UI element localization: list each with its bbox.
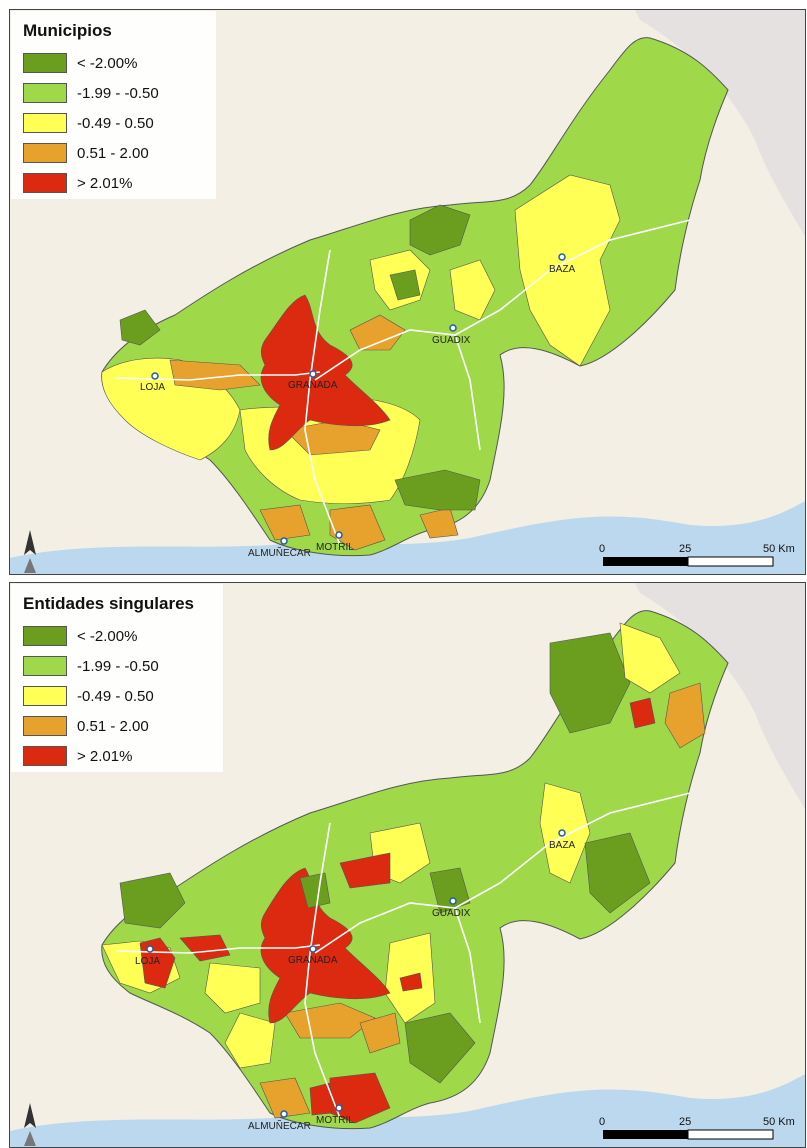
legend-swatch bbox=[23, 746, 67, 766]
city-label-loja: LOJA bbox=[140, 382, 165, 393]
scale-bar: 0 25 50 Km bbox=[599, 1116, 795, 1140]
legend-label: -1.99 - -0.50 bbox=[77, 84, 159, 102]
city-label-guadix: GUADIX bbox=[432, 908, 471, 919]
legend-swatch bbox=[23, 173, 67, 193]
city-label-motril: MOTRIL bbox=[316, 1115, 354, 1126]
city-label-almunecar: ALMUÑECAR bbox=[248, 1119, 311, 1132]
legend-row: 0.51 - 2.00 bbox=[23, 711, 223, 741]
legend-label: -1.99 - -0.50 bbox=[77, 657, 159, 675]
legend-row: < -2.00% bbox=[23, 48, 216, 78]
entidad-patches bbox=[101, 622, 706, 1124]
sea bbox=[10, 501, 805, 574]
city-label-motril: MOTRIL bbox=[316, 542, 354, 553]
city-label-guadix: GUADIX bbox=[432, 335, 471, 346]
legend-row: -1.99 - -0.50 bbox=[23, 78, 216, 108]
legend-swatch bbox=[23, 143, 67, 163]
legend-label: 0.51 - 2.00 bbox=[77, 717, 149, 735]
legend-municipios: Municipios < -2.00% -1.99 - -0.50 -0.49 … bbox=[11, 11, 216, 199]
legend-row: 0.51 - 2.00 bbox=[23, 138, 216, 168]
north-arrow-icon bbox=[24, 530, 36, 573]
neighbor-region bbox=[635, 583, 805, 810]
municipio-patches bbox=[101, 174, 621, 551]
legend-row: < -2.00% bbox=[23, 621, 223, 651]
legend-row: -1.99 - -0.50 bbox=[23, 651, 223, 681]
scale-label-max: 50 Km bbox=[763, 1116, 795, 1128]
legend-swatch bbox=[23, 716, 67, 736]
city-label-granada: GRANADA bbox=[288, 380, 338, 391]
legend-swatch bbox=[23, 113, 67, 133]
city-markers: LOJA GRANADA GUADIX BAZA ALMUÑECAR MOTRI… bbox=[135, 829, 575, 1132]
legend-swatch bbox=[23, 656, 67, 676]
legend-label: -0.49 - 0.50 bbox=[77, 687, 154, 705]
legend-row: -0.49 - 0.50 bbox=[23, 681, 223, 711]
scale-label-zero: 0 bbox=[599, 543, 605, 555]
legend-label: > 2.01% bbox=[77, 747, 133, 765]
legend-entidades-singulares: Entidades singulares < -2.00% -1.99 - -0… bbox=[11, 584, 223, 772]
north-arrow-icon bbox=[24, 1103, 36, 1146]
city-markers: LOJA GRANADA GUADIX BAZA ALMUÑECAR MOTRI… bbox=[140, 253, 575, 559]
scale-label-max: 50 Km bbox=[763, 543, 795, 555]
city-label-baza: BAZA bbox=[549, 264, 575, 275]
legend-swatch bbox=[23, 626, 67, 646]
road-network bbox=[114, 792, 691, 1119]
city-label-granada: GRANADA bbox=[288, 955, 338, 966]
legend-title: Entidades singulares bbox=[23, 594, 194, 613]
legend-title: Municipios bbox=[23, 21, 112, 40]
city-label-almunecar: ALMUÑECAR bbox=[248, 546, 311, 559]
sea bbox=[10, 1074, 805, 1147]
scale-label-zero: 0 bbox=[599, 1116, 605, 1128]
legend-row: > 2.01% bbox=[23, 168, 216, 198]
scale-label-mid: 25 bbox=[679, 543, 691, 555]
city-label-loja: LOJA bbox=[135, 956, 160, 967]
legend-label: < -2.00% bbox=[77, 627, 138, 645]
legend-label: > 2.01% bbox=[77, 174, 133, 192]
legend-label: < -2.00% bbox=[77, 54, 138, 72]
scale-bar: 0 25 50 Km bbox=[599, 543, 795, 567]
legend-row: > 2.01% bbox=[23, 741, 223, 771]
legend-swatch bbox=[23, 83, 67, 103]
map-panel-entidades-singulares: LOJA GRANADA GUADIX BAZA ALMUÑECAR MOTRI… bbox=[9, 582, 806, 1148]
map-canvas: LOJA GRANADA GUADIX BAZA ALMUÑECAR MOTRI… bbox=[10, 10, 805, 574]
legend-row: -0.49 - 0.50 bbox=[23, 108, 216, 138]
legend-label: -0.49 - 0.50 bbox=[77, 114, 154, 132]
legend-label: 0.51 - 2.00 bbox=[77, 144, 149, 162]
city-label-baza: BAZA bbox=[549, 840, 575, 851]
scale-label-mid: 25 bbox=[679, 1116, 691, 1128]
road-network bbox=[114, 219, 691, 546]
neighbor-region bbox=[635, 10, 805, 237]
legend-swatch bbox=[23, 686, 67, 706]
legend-swatch bbox=[23, 53, 67, 73]
map-panel-municipios: LOJA GRANADA GUADIX BAZA ALMUÑECAR MOTRI… bbox=[9, 9, 806, 575]
